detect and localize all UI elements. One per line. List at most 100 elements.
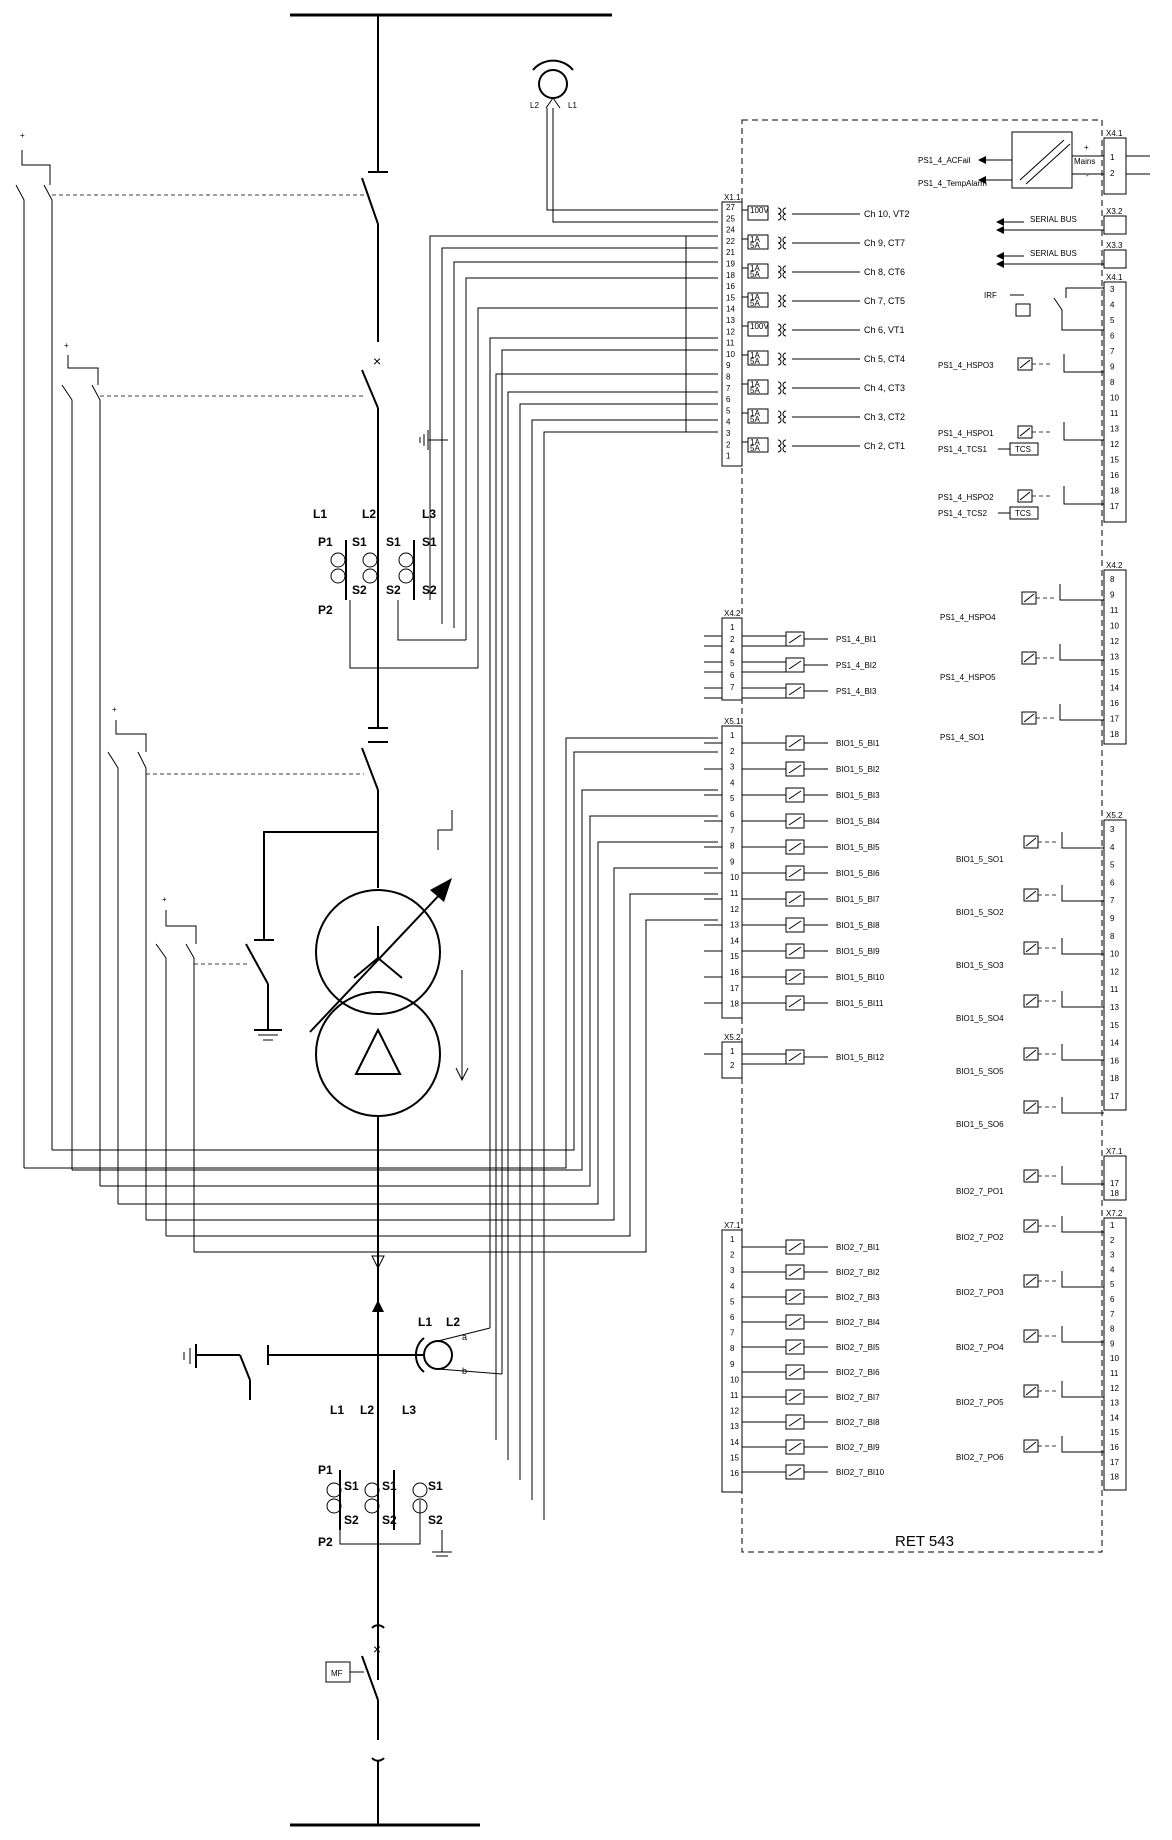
pin-number: 7 [726, 384, 731, 393]
transformer-coil-icon [777, 265, 782, 279]
svg-text:P2: P2 [318, 1535, 333, 1549]
pin-number: 4 [730, 1282, 735, 1291]
pin-number: 7 [730, 826, 735, 835]
channel-rating: 1A [750, 264, 760, 273]
rating-box [747, 292, 769, 308]
rating-box [747, 350, 769, 366]
mf-label: MF [331, 1669, 343, 1678]
connector-x5-2-inputs: X5.2 12 BIO1_5_BI12 [704, 1033, 885, 1079]
pin-number: 10 [726, 350, 735, 359]
output-label: PS1_4_HSPO3 [938, 361, 994, 370]
pin-number: 3 [1110, 825, 1115, 834]
svg-text:X3.2: X3.2 [1106, 207, 1123, 216]
channel-rating: 1A [750, 235, 760, 244]
pin-number: 14 [1110, 684, 1119, 693]
svg-text:+: + [64, 341, 69, 350]
pin-number: 17 [730, 984, 739, 993]
svg-text:L1: L1 [568, 101, 577, 110]
pin-number: 2 [730, 1251, 735, 1260]
input-label: BIO2_7_BI9 [836, 1443, 880, 1452]
pin-number: 12 [1110, 440, 1119, 449]
rating-box [747, 205, 769, 221]
svg-text:P1: P1 [318, 535, 333, 549]
input-label: BIO2_7_BI10 [836, 1468, 885, 1477]
pin-number: 12 [726, 327, 735, 336]
pin-number: 4 [1110, 843, 1115, 852]
svg-text:+: + [162, 895, 167, 904]
output-label: BIO2_7_PO5 [956, 1398, 1004, 1407]
pin-number: 17 [1110, 502, 1119, 511]
pin-number: 21 [726, 248, 735, 257]
pin-number: 17 [1110, 1179, 1119, 1188]
voltage-transformer-top: L2 L1 [530, 59, 577, 110]
pin-number: 18 [1110, 487, 1119, 496]
pin-number: 9 [730, 1360, 735, 1369]
svg-text:L2: L2 [360, 1403, 374, 1417]
output-label: BIO1_5_SO3 [956, 961, 1004, 970]
channel-rating: 5A [750, 386, 760, 395]
pin-number: 4 [730, 778, 735, 787]
pin-number: 10 [1110, 622, 1119, 631]
channel-label: Ch 4, CT3 [864, 383, 905, 393]
svg-text:-: - [1086, 171, 1089, 180]
svg-text:X5.2: X5.2 [724, 1033, 741, 1042]
pin-number: 5 [726, 406, 731, 415]
pin-number: 15 [730, 1453, 739, 1462]
input-label: BIO2_7_BI7 [836, 1393, 880, 1402]
output-label: PS1_4_HSPO1 [938, 429, 994, 438]
output-label: BIO1_5_SO1 [956, 855, 1004, 864]
transformer-coil-icon [777, 207, 782, 221]
pin-number: 9 [1110, 914, 1115, 923]
svg-text:L2: L2 [446, 1315, 460, 1329]
pin-number: 17 [1110, 1458, 1119, 1467]
svg-text:X7.1: X7.1 [1106, 1147, 1123, 1156]
pin-number: 9 [1110, 1339, 1115, 1348]
svg-text:2: 2 [1110, 169, 1115, 178]
output-label: BIO2_7_PO4 [956, 1343, 1004, 1352]
rating-box [747, 263, 769, 279]
secondary-wiring [339, 108, 718, 1545]
pin-number: 3 [1110, 285, 1115, 294]
input-label: BIO1_5_BI8 [836, 921, 880, 930]
channel-label: Ch 10, VT2 [864, 209, 910, 219]
pin-number: 22 [726, 237, 735, 246]
serial-bus-1: X3.2 SERIAL BUS [996, 207, 1127, 235]
input-label: BIO1_5_BI6 [836, 869, 880, 878]
svg-text:X7.2: X7.2 [1106, 1209, 1123, 1218]
svg-text:P2: P2 [318, 603, 333, 617]
pin-number: 12 [730, 905, 739, 914]
pin-number: 14 [726, 305, 735, 314]
pin-number: 12 [1110, 637, 1119, 646]
svg-text:X4.1: X4.1 [1106, 129, 1123, 138]
svg-text:L1: L1 [330, 1403, 344, 1417]
input-label: BIO1_5_BI1 [836, 739, 880, 748]
pin-number: 7 [1110, 896, 1115, 905]
channel-rating: 5A [750, 415, 760, 424]
input-label: BIO2_7_BI3 [836, 1293, 880, 1302]
transformer-coil-icon [777, 410, 782, 424]
output-label: BIO1_5_SO5 [956, 1067, 1004, 1076]
pin-number: 11 [726, 339, 735, 348]
input-label: BIO1_5_BI5 [836, 843, 880, 852]
input-label: BIO2_7_BI6 [836, 1368, 880, 1377]
pin-number: 1 [730, 731, 735, 740]
svg-text:S2: S2 [386, 583, 401, 597]
pin-number: 13 [1110, 1003, 1119, 1012]
channel-label: Ch 8, CT6 [864, 267, 905, 277]
svg-text:X4.1: X4.1 [1106, 273, 1123, 282]
pin-number: 3 [730, 763, 735, 772]
pin-number: 11 [730, 1391, 739, 1400]
pin-number: 10 [1110, 1354, 1119, 1363]
channel-rating: 1A [750, 293, 760, 302]
pin-number: 5 [1110, 861, 1115, 870]
svg-text:S2: S2 [344, 1513, 359, 1527]
pin-number: 2 [730, 635, 735, 644]
svg-text:Mains: Mains [1074, 157, 1095, 166]
pin-number: 1 [730, 1047, 735, 1056]
pin-number: 11 [1110, 409, 1119, 418]
input-label: BIO1_5_BI10 [836, 973, 885, 982]
pin-number: 18 [1110, 1074, 1119, 1083]
pin-number: 14 [1110, 1413, 1119, 1422]
pin-number: 1 [1110, 1221, 1115, 1230]
